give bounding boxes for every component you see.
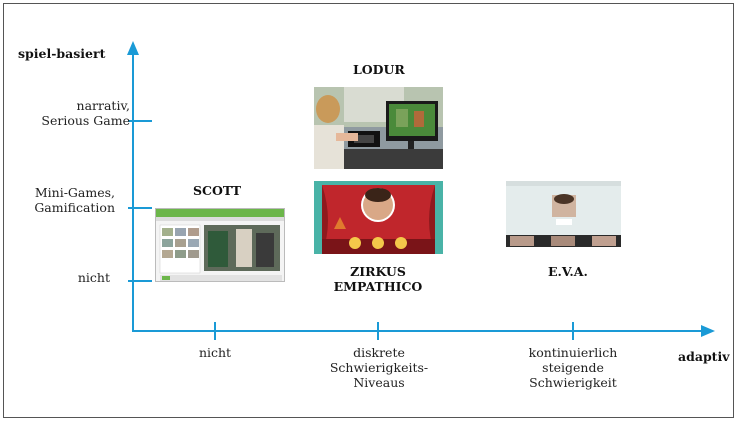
item-label-zirkus: ZIRKUS EMPATHICO (333, 264, 423, 294)
y-axis-title: spiel-basiert (18, 46, 106, 61)
y-tick-label: narrativ, Serious Game (41, 98, 130, 128)
x-axis-title: adaptiv (678, 349, 730, 364)
eva-image (506, 181, 621, 247)
x-tick-label: nicht (198, 345, 232, 360)
x-axis-arrow (701, 325, 715, 337)
item-label-lodur: LODUR (353, 62, 405, 77)
lodur-illustration (314, 87, 443, 169)
zirkus-illustration (314, 181, 443, 254)
y-tick-label: Mini-Games, Gamification (34, 185, 115, 215)
y-tick-label: nicht (77, 270, 110, 285)
scott-image (155, 208, 285, 282)
eva-illustration (506, 181, 621, 247)
zirkus-image (314, 181, 443, 254)
scott-illustration (156, 209, 284, 281)
item-label-eva: E.V.A. (548, 264, 588, 279)
x-tick-label: diskrete Schwierigkeits- Niveaus (329, 345, 429, 390)
x-tick-label: kontinuierlich steigende Schwierigkeit (528, 345, 618, 390)
lodur-image (314, 87, 443, 169)
y-axis-arrow (127, 41, 139, 55)
item-label-scott: SCOTT (193, 183, 242, 198)
